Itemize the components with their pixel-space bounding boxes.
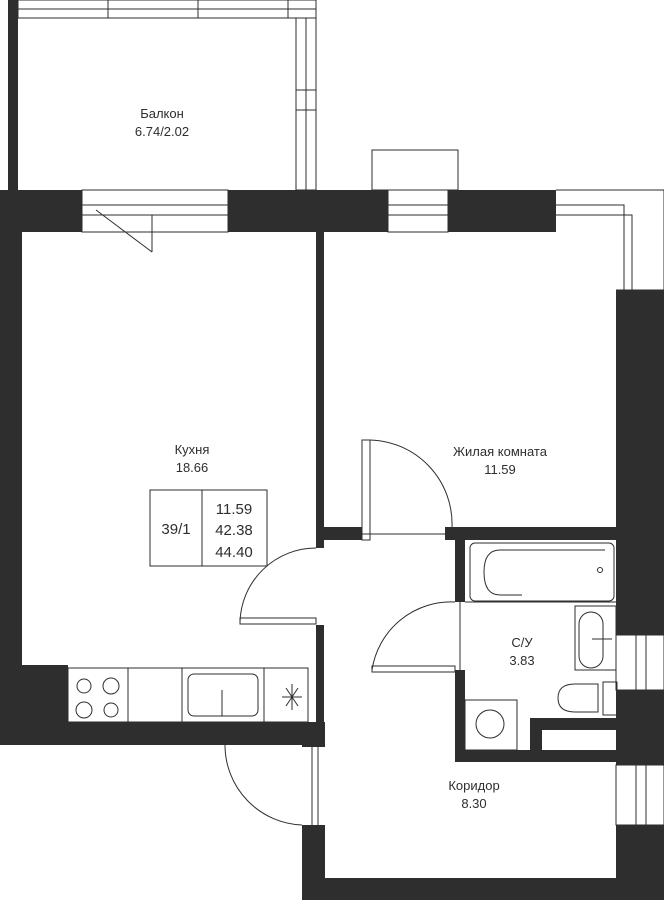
living-area: 11.59: [484, 462, 516, 477]
walls: [0, 190, 664, 900]
bathroom-name: С/У: [511, 635, 533, 650]
living-area-value: 11.59: [216, 501, 252, 518]
area-without-balcony: 42.38: [215, 522, 253, 539]
bathroom-area: 3.83: [509, 653, 534, 668]
kitchen-counter: [67, 667, 309, 723]
apartment-number: 39/1: [161, 521, 190, 538]
living-name: Жилая комната: [453, 444, 548, 459]
balcony-area: 6.74/2.02: [135, 124, 189, 139]
windows: [81, 189, 664, 826]
corridor-name: Коридор: [448, 778, 499, 793]
kitchen-area: 18.66: [176, 460, 209, 475]
bathroom-fixtures: [464, 542, 618, 751]
balcony-name: Балкон: [140, 106, 184, 121]
total-area: 44.40: [215, 544, 253, 561]
area-summary-box: [149, 489, 268, 567]
kitchen-name: Кухня: [175, 442, 210, 457]
doors: [224, 439, 461, 826]
corridor-area: 8.30: [461, 796, 486, 811]
balcony-frame: [8, 0, 459, 191]
